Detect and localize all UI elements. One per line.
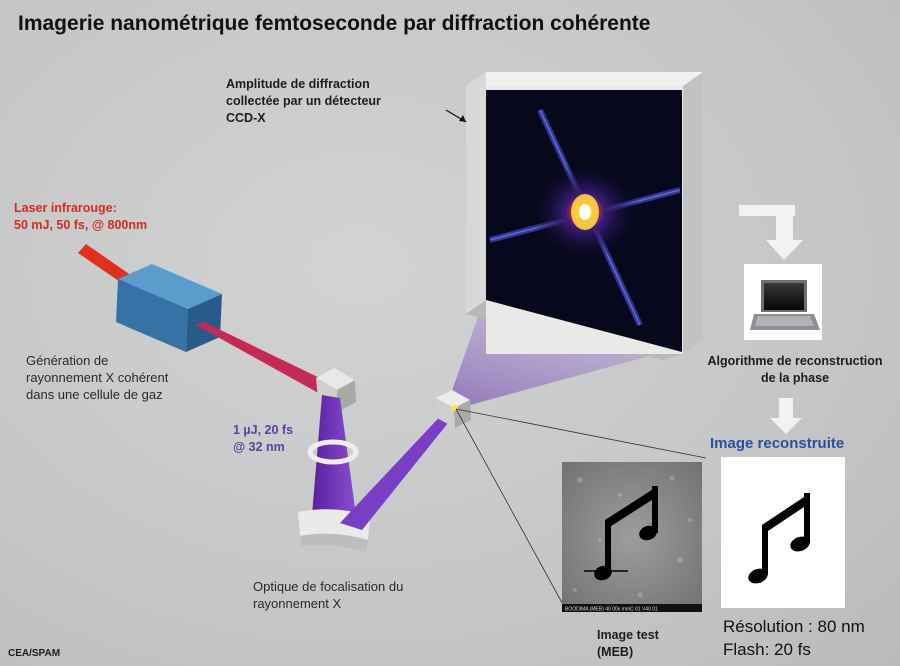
resolution-label: Résolution : 80 nm Flash: 20 fs [723,617,865,659]
zoom-line-1 [455,408,707,459]
xray-beam-down [312,395,356,515]
arrow-to-reconstruction [770,398,802,434]
beam-to-mirror [196,322,328,395]
test-image-label: Image test (MEB) [597,628,659,659]
xray-parameters-label: 1 µJ, 20 fs @ 32 nm [233,423,294,454]
laser-beam-input [78,244,135,286]
xray-beam-ring [307,439,359,465]
detector-label: Amplitude de diffraction collectée par u… [226,77,381,125]
zoom-line-2 [455,408,567,611]
laser-label: Laser infrarouge: 50 mJ, 50 fs, @ 800nm [14,201,148,232]
reconstructed-image-title: Image reconstruite [710,435,845,452]
computer-illustration [744,264,822,340]
sem-test-image: BOODIMA (MEB) 40 00x mmC 01 V40 01 [562,462,702,613]
arrow-to-computer [739,205,803,260]
gas-cell-box [116,264,222,352]
reconstructed-image [721,457,845,608]
xray-beam-up [340,408,456,530]
ccd-detector [466,72,703,360]
generation-label: Génération de rayonnement X cohérent dan… [26,353,169,402]
diagram-title: Imagerie nanométrique femtoseconde par d… [18,12,651,35]
diffraction-pattern [489,108,681,327]
algorithm-label: Algorithme de reconstruction de la phase [707,354,883,385]
credit-label: CEA/SPAM [8,648,61,659]
optics-label: Optique de focalisation du rayonnement X [253,579,404,611]
sem-caption: BOODIMA (MEB) 40 00x mmC 01 V40 01 [565,607,658,613]
